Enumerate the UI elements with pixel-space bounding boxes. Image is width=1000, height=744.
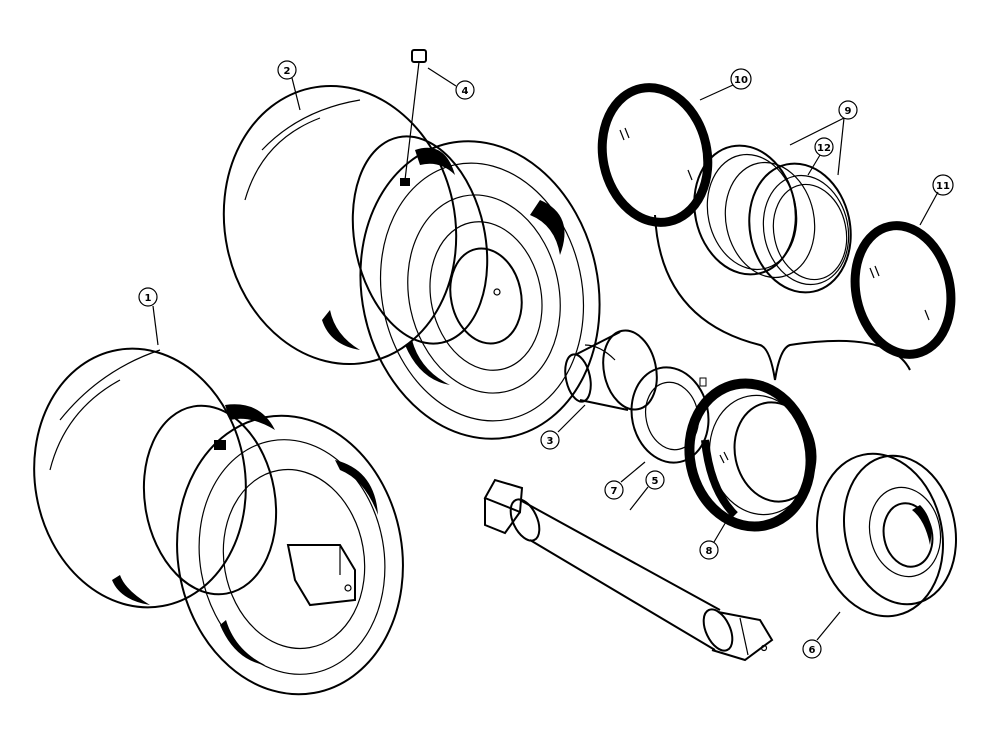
part-11-seal-ring [850,221,956,359]
part-10-seal-ring [597,83,713,227]
part-9-seal-assembly [693,144,852,294]
callout-5-label: 5 [652,476,659,487]
callout-1: 1 [138,287,158,307]
callout-6: 6 [802,639,822,659]
callout-9: 9 [838,100,858,120]
callout-8-label: 8 [706,546,713,557]
callout-11-label: 11 [936,181,950,192]
callout-5: 5 [645,470,665,490]
callout-12: 12 [814,137,834,157]
callout-8: 8 [699,540,719,560]
leader-lines [152,67,939,641]
part-3-bushing [564,329,658,411]
callout-10: 10 [730,68,752,90]
callout-7: 7 [604,480,624,500]
callout-3: 3 [540,430,560,450]
part-8-seal [684,378,817,532]
callout-2: 2 [277,60,297,80]
callout-6-label: 6 [809,645,816,656]
part-6-collar [816,452,958,618]
part-4-plug [404,49,427,181]
part-5-shaft [483,478,774,662]
callout-7-label: 7 [611,486,618,497]
callout-3-label: 3 [547,436,554,447]
part-1-track-roller-lower [33,347,404,696]
callout-10-label: 10 [734,75,748,86]
callout-2-label: 2 [284,66,291,77]
group-bracket [654,214,911,381]
callout-9-label: 9 [845,106,852,117]
callout-1-label: 1 [145,293,152,304]
callout-12-label: 12 [817,143,831,154]
part-2-track-roller-upper [222,84,601,440]
callout-4: 4 [455,80,475,100]
callout-4-label: 4 [462,86,469,97]
callout-11: 11 [932,174,954,196]
